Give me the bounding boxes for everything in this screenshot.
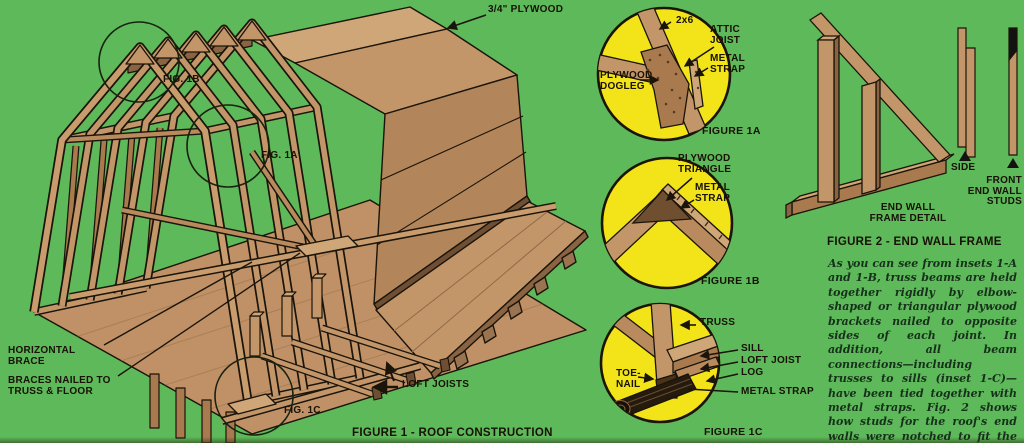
rafter-tips (125, 20, 267, 65)
inset-1b-drawing (600, 156, 734, 290)
article-body-text: As you can see from insets 1-A and 1-B, … (828, 257, 1017, 443)
truss-label: TRUSS (700, 317, 736, 328)
plywood-label: 3/4" PLYWOOD (488, 4, 564, 15)
horizontal-brace-label: HORIZONTAL BRACE (8, 345, 76, 367)
braces (69, 150, 557, 301)
figure1-leaders (103, 14, 487, 395)
figure1c-caption: FIGURE 1C (704, 426, 763, 438)
front-end-wall-studs-label: FRONT END WALL STUDS (967, 175, 1022, 208)
fig-1a-ref-label: FIG. 1A (261, 150, 298, 161)
attic-joist-label: ATTIC JOIST (710, 24, 741, 46)
log-label: LOG (741, 367, 764, 378)
metal-strap-1c-label: METAL STRAP (741, 386, 814, 397)
end-wall-studs-drawing (957, 27, 1018, 158)
sill-label: SILL (741, 343, 764, 354)
figure2-drawing (785, 12, 955, 220)
metal-strap-1b-label: METAL STRAP (695, 182, 731, 204)
figure1-drawing (29, 6, 589, 443)
figure1b-caption: FIGURE 1B (701, 275, 760, 287)
metal-strap-1a-label: METAL STRAP (710, 53, 746, 75)
figure1a-caption: FIGURE 1A (702, 125, 761, 137)
end-wall-detail-label: END WALL FRAME DETAIL (869, 202, 947, 224)
callout-circles (98, 21, 294, 436)
page-bottom-shadow (0, 437, 1024, 443)
toe-nail-label: TOE- NAIL (616, 368, 641, 390)
plywood-triangle-label: PLYWOOD TRIANGLE (678, 153, 732, 175)
plywood-dogleg-label: PLYWOOD DOGLEG (600, 70, 653, 92)
inset-1c-leaders (637, 319, 739, 393)
side-label: SIDE (951, 162, 976, 173)
inset-1a-leaders (640, 20, 715, 85)
braces-nailed-label: BRACES NAILED TO TRUSS & FLOOR (8, 375, 111, 397)
stud-arrows (959, 151, 1019, 168)
two-by-six-label: 2x6 (676, 15, 694, 26)
fig-1b-ref-label: FIG. 1B (163, 74, 200, 85)
loft-joist-label: LOFT JOIST (741, 355, 802, 366)
loft-joists-label: LOFT JOISTS (402, 379, 470, 390)
plywood-roof (251, 6, 589, 380)
fig-1c-ref-label: FIG. 1C (284, 405, 321, 416)
figure2-caption: FIGURE 2 - END WALL FRAME (827, 236, 1002, 248)
inset-1b-leaders (665, 177, 695, 209)
figure1-caption: FIGURE 1 - ROOF CONSTRUCTION (352, 427, 553, 439)
